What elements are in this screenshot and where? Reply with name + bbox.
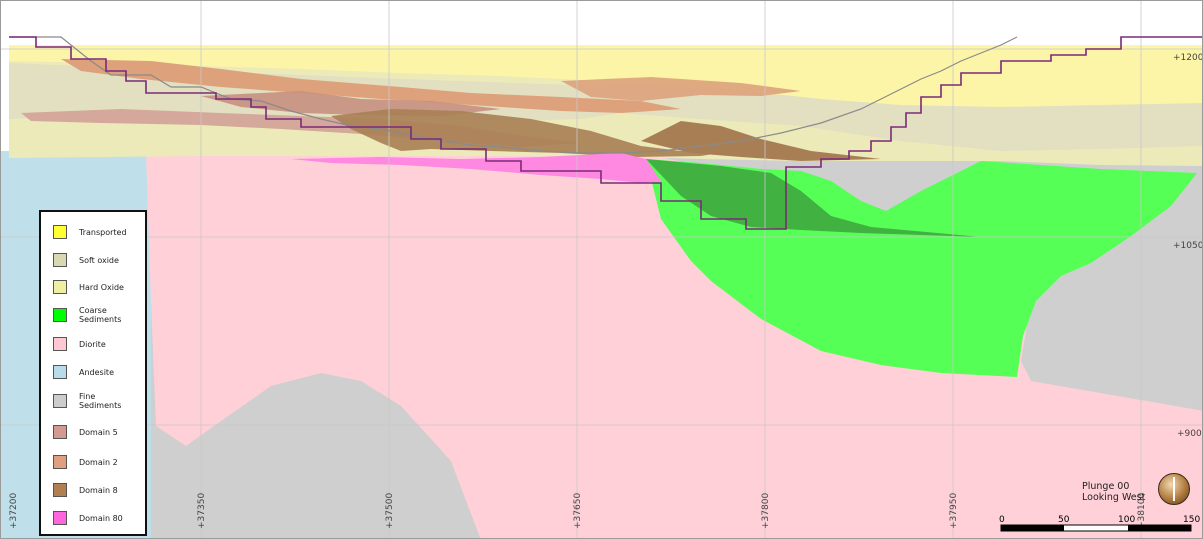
- legend-swatch: [53, 425, 67, 439]
- legend-label: Soft oxide: [79, 255, 119, 265]
- legend-item-hard-oxide: Hard Oxide: [53, 280, 139, 294]
- legend-label: Hard Oxide: [79, 282, 124, 292]
- transported-unit: [9, 45, 1202, 107]
- y-label-1200: +1200: [1173, 53, 1203, 63]
- domain8-body: [331, 109, 731, 157]
- legend-swatch: [53, 483, 67, 497]
- legend-item-domain80: Domain 80: [53, 511, 139, 525]
- legend-swatch: [53, 337, 67, 351]
- legend-label: Domain 5: [79, 427, 118, 437]
- legend-item-domain2: Domain 2: [53, 455, 139, 469]
- legend-swatch: [53, 365, 67, 379]
- legend-item-fine-sediments: Fine Sediments: [53, 392, 139, 410]
- scale-tick-100: 100: [1118, 515, 1135, 525]
- scale-tick-50: 50: [1058, 515, 1070, 525]
- diorite-unit: [146, 153, 1202, 538]
- x-label-38100: +38100: [1137, 493, 1147, 529]
- x-label-37500: +37500: [385, 493, 395, 529]
- view-orientation: Plunge 00 Looking West: [1082, 481, 1145, 503]
- pit-shell-purple: [9, 36, 1202, 230]
- legend-label: Fine Sediments: [79, 392, 122, 410]
- domain2-body-2: [561, 77, 801, 101]
- scale-tick-150: 150: [1183, 515, 1200, 525]
- domain80-body: [291, 153, 661, 183]
- domain8-body-2: [641, 121, 881, 161]
- legend-item-domain5: Domain 5: [53, 425, 139, 439]
- scale-tick-0: 0: [999, 515, 1005, 525]
- legend-label: Transported: [79, 227, 127, 237]
- legend-item-domain8: Domain 8: [53, 483, 139, 497]
- legend-swatch: [53, 280, 67, 294]
- x-label-37650: +37650: [573, 493, 583, 529]
- legend-swatch: [53, 394, 67, 408]
- compass-icon[interactable]: [1158, 473, 1190, 505]
- legend-item-transported: Transported: [53, 225, 139, 239]
- legend-swatch: [53, 511, 67, 525]
- pit-shell-gray: [9, 36, 1018, 154]
- legend-label: Domain 80: [79, 513, 123, 523]
- x-label-37200: +37200: [9, 493, 19, 529]
- looking-label: Looking West: [1082, 492, 1146, 503]
- domain-overlap: [646, 159, 981, 237]
- legend-item-soft-oxide: Soft oxide: [53, 253, 139, 267]
- domain5-body-2: [201, 91, 501, 116]
- scale-bar: 0 50 100 150: [999, 515, 1200, 532]
- legend-label: Diorite: [79, 339, 106, 349]
- domain2-body: [61, 59, 681, 113]
- legend-label: Coarse Sediments: [79, 306, 122, 324]
- legend-swatch: [53, 225, 67, 239]
- legend-item-coarse-sediments: Coarse Sediments: [53, 306, 139, 324]
- legend-panel: Transported Soft oxide Hard Oxide Coarse…: [39, 210, 147, 536]
- legend-label: Domain 2: [79, 457, 118, 467]
- x-label-37800: +37800: [761, 493, 771, 529]
- legend-item-diorite: Diorite: [53, 337, 139, 351]
- legend-item-andesite: Andesite: [53, 365, 139, 379]
- y-label-900: +900: [1177, 429, 1202, 439]
- y-label-1050: +1050: [1173, 241, 1203, 251]
- x-label-37350: +37350: [197, 493, 207, 529]
- legend-label: Domain 8: [79, 485, 118, 495]
- legend-swatch: [53, 308, 67, 322]
- plunge-label: Plunge 00: [1082, 481, 1130, 492]
- legend-swatch: [53, 455, 67, 469]
- legend-swatch: [53, 253, 67, 267]
- legend-label: Andesite: [79, 367, 114, 377]
- x-label-37950: +37950: [949, 493, 959, 529]
